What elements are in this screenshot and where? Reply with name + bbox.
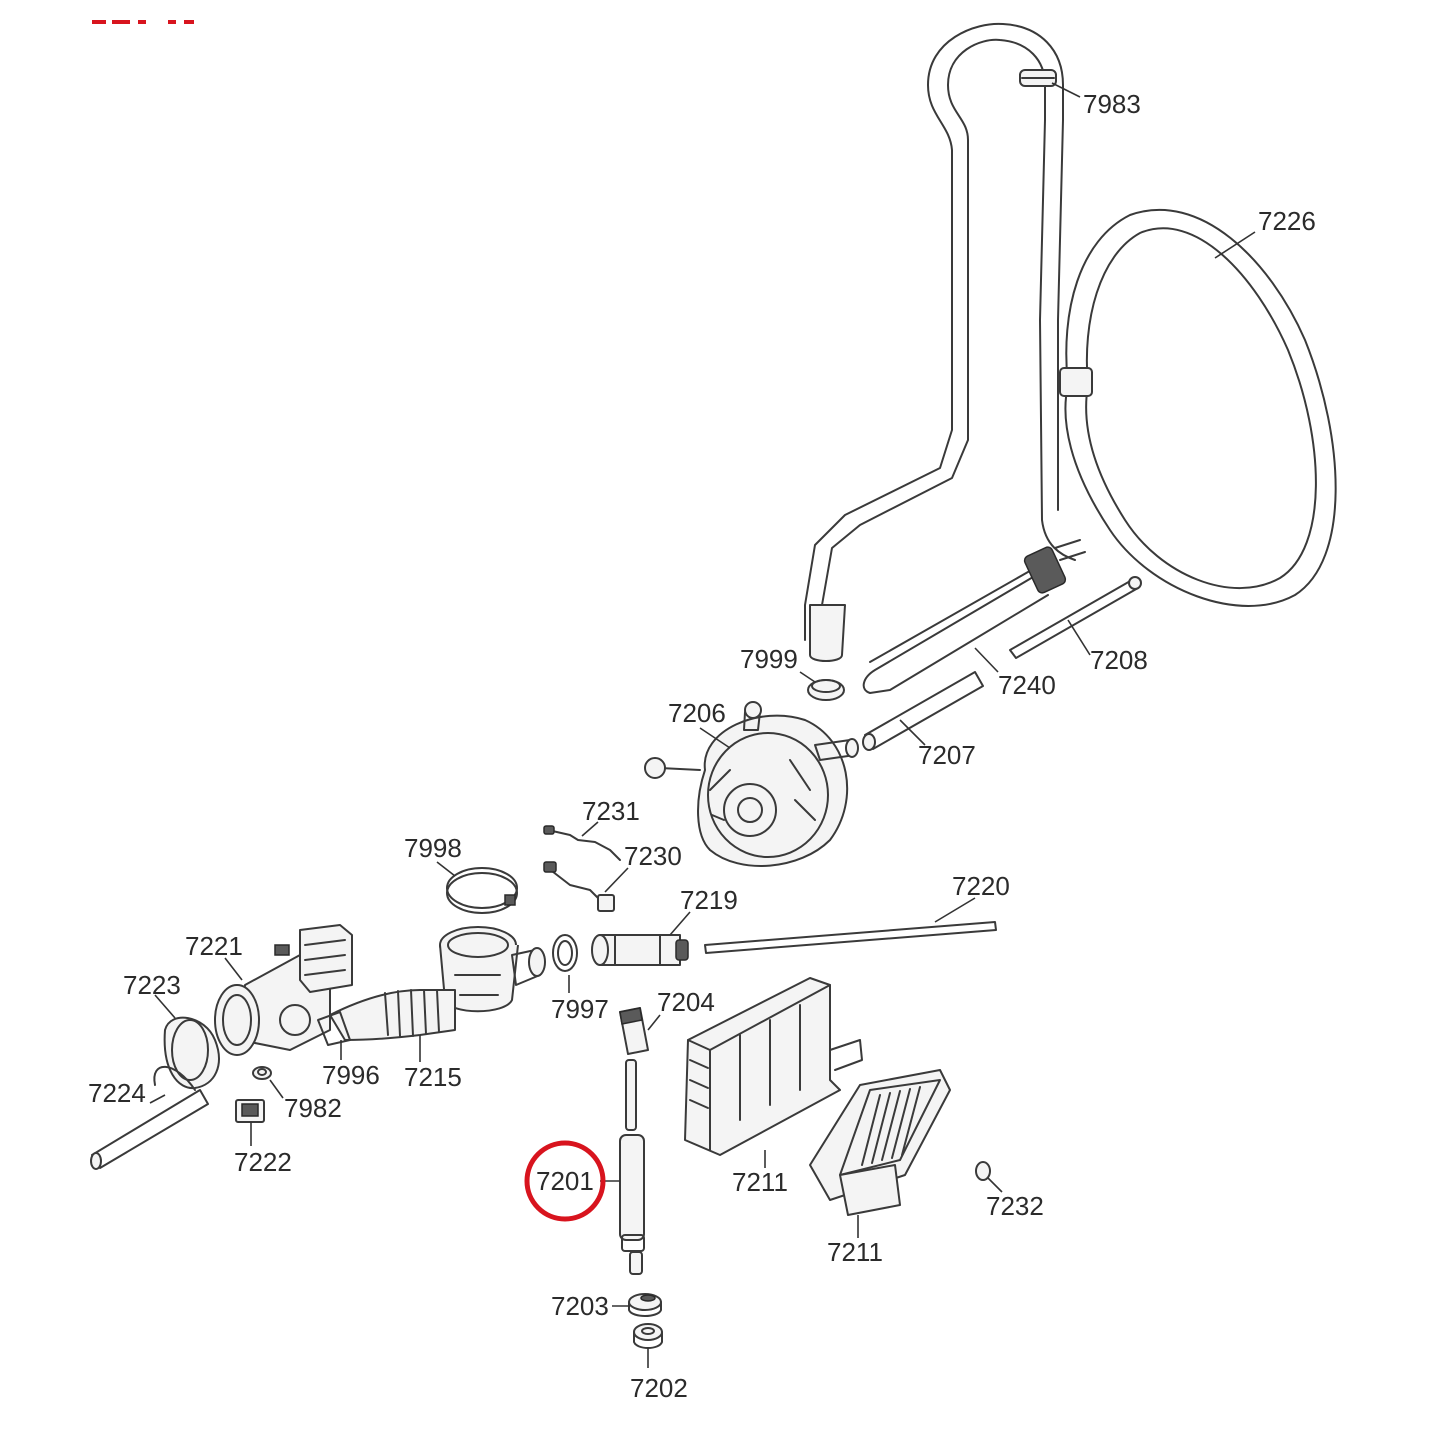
label-7982: 7982 (284, 1093, 342, 1123)
clamp-ring-7998-part[interactable] (446, 867, 518, 914)
shock-absorber-7201-part[interactable] (619, 1059, 645, 1275)
label-7222: 7222 (234, 1147, 292, 1177)
seal-7223-part[interactable] (153, 1016, 220, 1091)
bushing-7203-part[interactable] (628, 1293, 662, 1317)
highlight-circle (524, 1140, 606, 1222)
rod-7208-part[interactable] (1009, 576, 1142, 659)
label-7240: 7240 (998, 670, 1056, 700)
rod-7220-part[interactable] (704, 921, 997, 954)
label-7231: 7231 (582, 796, 640, 826)
label-7201: 7201 (536, 1166, 594, 1196)
label-7211-module: 7211 (827, 1237, 883, 1267)
label-7997: 7997 (551, 994, 609, 1024)
label-7999: 7999 (740, 644, 798, 674)
circulation-pump-part[interactable] (644, 701, 859, 867)
label-7996: 7996 (322, 1060, 380, 1090)
label-7226: 7226 (1258, 206, 1316, 236)
label-7203: 7203 (551, 1291, 609, 1321)
o-ring-7997-part[interactable] (552, 934, 578, 972)
label-7204: 7204 (657, 987, 715, 1017)
housing-7211-part[interactable] (684, 977, 863, 1156)
bushing-7202-part[interactable] (633, 1323, 663, 1349)
tube-7207-part[interactable] (862, 671, 984, 751)
label-7220: 7220 (952, 871, 1010, 901)
inlet-hose-loop-part[interactable] (1059, 208, 1337, 607)
washer-7982-part[interactable] (252, 1066, 272, 1080)
label-7206: 7206 (668, 698, 726, 728)
bellows-hose-7215-part[interactable] (329, 989, 456, 1041)
label-7208: 7208 (1090, 645, 1148, 675)
label-7211-housing: 7211 (732, 1167, 788, 1197)
top-edge-marks (92, 20, 194, 24)
label-7983: 7983 (1083, 89, 1141, 119)
label-7221: 7221 (185, 931, 243, 961)
block-7204-part[interactable] (619, 1007, 649, 1055)
hose-clamp-7999-part[interactable] (807, 679, 845, 701)
wire-7231-part[interactable] (543, 825, 621, 861)
label-7202: 7202 (630, 1373, 688, 1403)
wire-harness-7230-part[interactable] (543, 861, 615, 912)
label-7215: 7215 (404, 1062, 462, 1092)
label-7207: 7207 (918, 740, 976, 770)
tube-7224-part[interactable] (90, 1089, 209, 1170)
heating-element-part[interactable] (862, 539, 1086, 694)
cylinder-7219-part[interactable] (591, 934, 689, 966)
hose-7996-part[interactable] (317, 1011, 351, 1046)
label-7223: 7223 (123, 970, 181, 1000)
part-labels: 7983 7226 7999 7240 7208 7206 7207 7231 … (88, 89, 1316, 1403)
sump-housing-part[interactable] (439, 926, 546, 1013)
module-7211-part[interactable] (809, 1069, 951, 1216)
label-7232: 7232 (986, 1191, 1044, 1221)
nut-7232-part[interactable] (975, 1161, 991, 1181)
label-7224: 7224 (88, 1078, 146, 1108)
label-7230: 7230 (624, 841, 682, 871)
drain-hose-part[interactable] (804, 22, 1076, 662)
drain-pump-part[interactable] (214, 924, 353, 1056)
label-7219: 7219 (680, 885, 738, 915)
label-7998: 7998 (404, 833, 462, 863)
connector-7222-part[interactable] (235, 1099, 265, 1123)
